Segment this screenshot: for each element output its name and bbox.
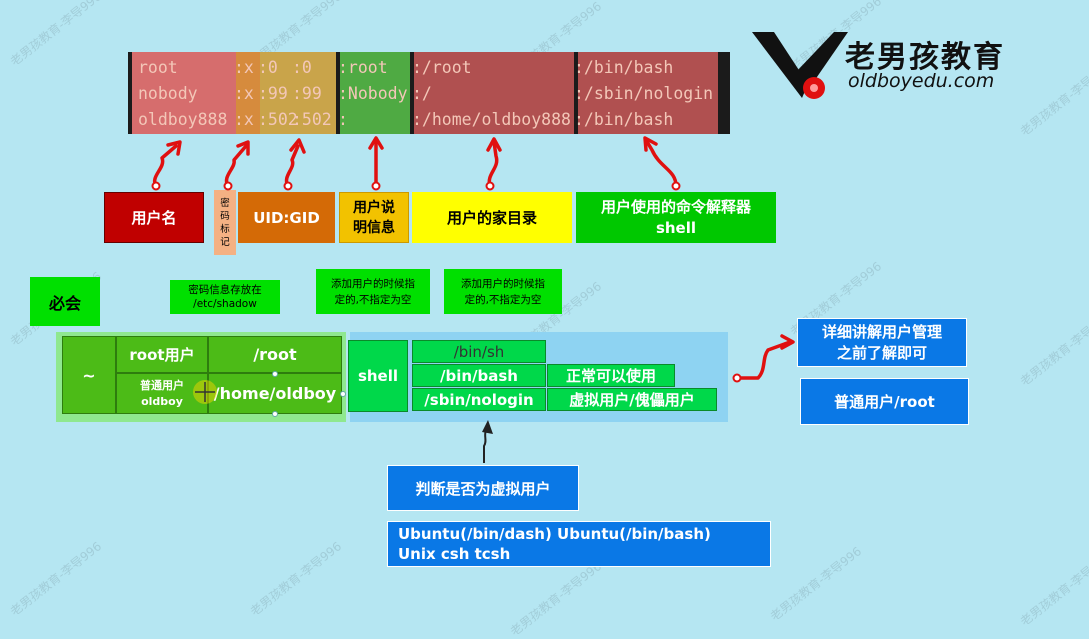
- shell-path-nologin: /sbin/nologin: [412, 388, 546, 411]
- segment-uid-gid: [260, 52, 336, 134]
- home-normal-path: /home/oldboy: [208, 373, 342, 414]
- note-normal-root: 普通用户/root: [800, 378, 969, 425]
- arrow-home: [487, 140, 499, 188]
- note-line: Unix csh tcsh: [398, 545, 511, 563]
- arrow-username: [152, 144, 178, 188]
- passwd-field: :root: [338, 58, 388, 77]
- crosshair-icon: [195, 382, 215, 402]
- passwd-field: nobody: [138, 84, 198, 103]
- passwd-field: :: [338, 110, 348, 129]
- shell-label: shell: [348, 340, 408, 412]
- passwd-field: :x: [234, 84, 254, 103]
- passwd-field: :x: [234, 58, 254, 77]
- selection-handle[interactable]: [272, 411, 278, 417]
- note-line: 详细讲解用户管理: [821, 322, 942, 341]
- shell-path-sh: /bin/sh: [412, 340, 546, 363]
- label-char: 记: [220, 236, 230, 248]
- label-shell: 用户使用的命令解释器 shell: [576, 192, 776, 243]
- watermark: 老男孩教育-李导996: [767, 544, 865, 624]
- home-tilde: ~: [62, 336, 116, 414]
- logo-title: 老男孩教育: [845, 40, 1005, 75]
- note-line: 添加用户的时候指: [331, 277, 415, 290]
- note-line: 定的,不指定为空: [334, 293, 412, 306]
- label-description: 用户说明信息: [339, 192, 409, 243]
- home-root-path: /root: [208, 336, 342, 373]
- note-line: 定的,不指定为空: [464, 293, 542, 306]
- logo-mark: [752, 32, 848, 99]
- arrow-password: [224, 144, 248, 188]
- label-password-mark: 密码标记: [214, 190, 236, 255]
- passwd-field: :99: [258, 84, 288, 103]
- arrow-shell: [644, 138, 678, 188]
- passwd-field: :/: [412, 84, 432, 103]
- passwd-field: :0: [258, 58, 278, 77]
- passwd-field: :502: [292, 110, 332, 129]
- note-shell-variants: Ubuntu(/bin/dash) Ubuntu(/bin/bash) Unix …: [387, 521, 771, 567]
- arrow-judge: [483, 427, 489, 463]
- passwd-field: :x: [234, 110, 254, 129]
- passwd-field: root: [138, 58, 178, 77]
- label-line: shell: [655, 218, 697, 237]
- watermark: 老男孩教育-李导996: [507, 559, 605, 639]
- note-home: 添加用户的时候指定的,不指定为空: [444, 269, 562, 314]
- note-shadow: 密码信息存放在/etc/shadow: [170, 280, 280, 314]
- label-line: 用户使用的命令解释器: [600, 197, 751, 216]
- passwd-field: :/sbin/nologin: [574, 84, 714, 103]
- passwd-field: :99: [292, 84, 322, 103]
- segment-home: [414, 52, 574, 134]
- note-line: 密码信息存放在: [188, 284, 262, 296]
- passwd-field: :/home/oldboy888: [412, 110, 571, 129]
- watermark: 老男孩教育-李导996: [247, 539, 345, 619]
- label-char: 密: [220, 197, 230, 209]
- home-root-user: root用户: [116, 336, 208, 373]
- home-normal-user: 普通用户 oldboy: [116, 373, 208, 414]
- arrow-to-detail: [735, 340, 792, 380]
- selection-handle[interactable]: [340, 391, 346, 397]
- label-line: 用户说: [353, 199, 395, 216]
- note-judge-virtual-user: 判断是否为虚拟用户: [387, 465, 579, 511]
- shell-desc-bash: 正常可以使用: [547, 364, 675, 387]
- label-username: 用户名: [104, 192, 204, 243]
- label-uid-gid: UID:GID: [238, 192, 335, 243]
- logo-url: oldboyedu.com: [848, 70, 995, 92]
- note-description: 添加用户的时候指定的,不指定为空: [316, 269, 430, 314]
- segment-shell: [578, 52, 718, 134]
- note-detail: 详细讲解用户管理之前了解即可: [797, 318, 967, 367]
- label-char: 标: [220, 223, 230, 235]
- note-line: 之前了解即可: [836, 343, 927, 362]
- shell-path-bash: /bin/bash: [412, 364, 546, 387]
- segment-password: [236, 52, 260, 134]
- watermark: 老男孩教育-李导996: [1017, 59, 1089, 139]
- note-line: Ubuntu(/bin/dash) Ubuntu(/bin/bash): [398, 525, 711, 543]
- label-line: 明信息: [353, 219, 395, 236]
- label-char: 码: [220, 210, 230, 222]
- watermark: 老男孩教育-李导996: [1017, 309, 1089, 389]
- cell-line: oldboy: [141, 394, 183, 408]
- passwd-field: :Nobody: [338, 84, 408, 103]
- note-must-know: 必会: [30, 277, 100, 326]
- passwd-field: oldboy888: [138, 110, 228, 129]
- segment-username: [132, 52, 236, 134]
- note-line: /etc/shadow: [193, 298, 257, 310]
- watermark: 老男孩教育-李导996: [1017, 549, 1089, 629]
- watermark: 老男孩教育-李导996: [7, 0, 105, 69]
- passwd-field: :/bin/bash: [574, 110, 674, 129]
- label-home-directory: 用户的家目录: [412, 192, 572, 243]
- passwd-field: :502: [258, 110, 298, 129]
- passwd-field: :0: [292, 58, 312, 77]
- segment-description: [340, 52, 410, 134]
- note-line: 添加用户的时候指: [461, 277, 545, 290]
- arrow-uid-gid: [284, 144, 300, 188]
- passwd-field: :/root: [412, 58, 472, 77]
- selection-handle[interactable]: [272, 371, 278, 377]
- shell-desc-nologin: 虚拟用户/傀儡用户: [547, 388, 717, 411]
- cell-line: 普通用户: [140, 378, 184, 392]
- watermark: 老男孩教育-李导996: [7, 539, 105, 619]
- passwd-field: :/bin/bash: [574, 58, 674, 77]
